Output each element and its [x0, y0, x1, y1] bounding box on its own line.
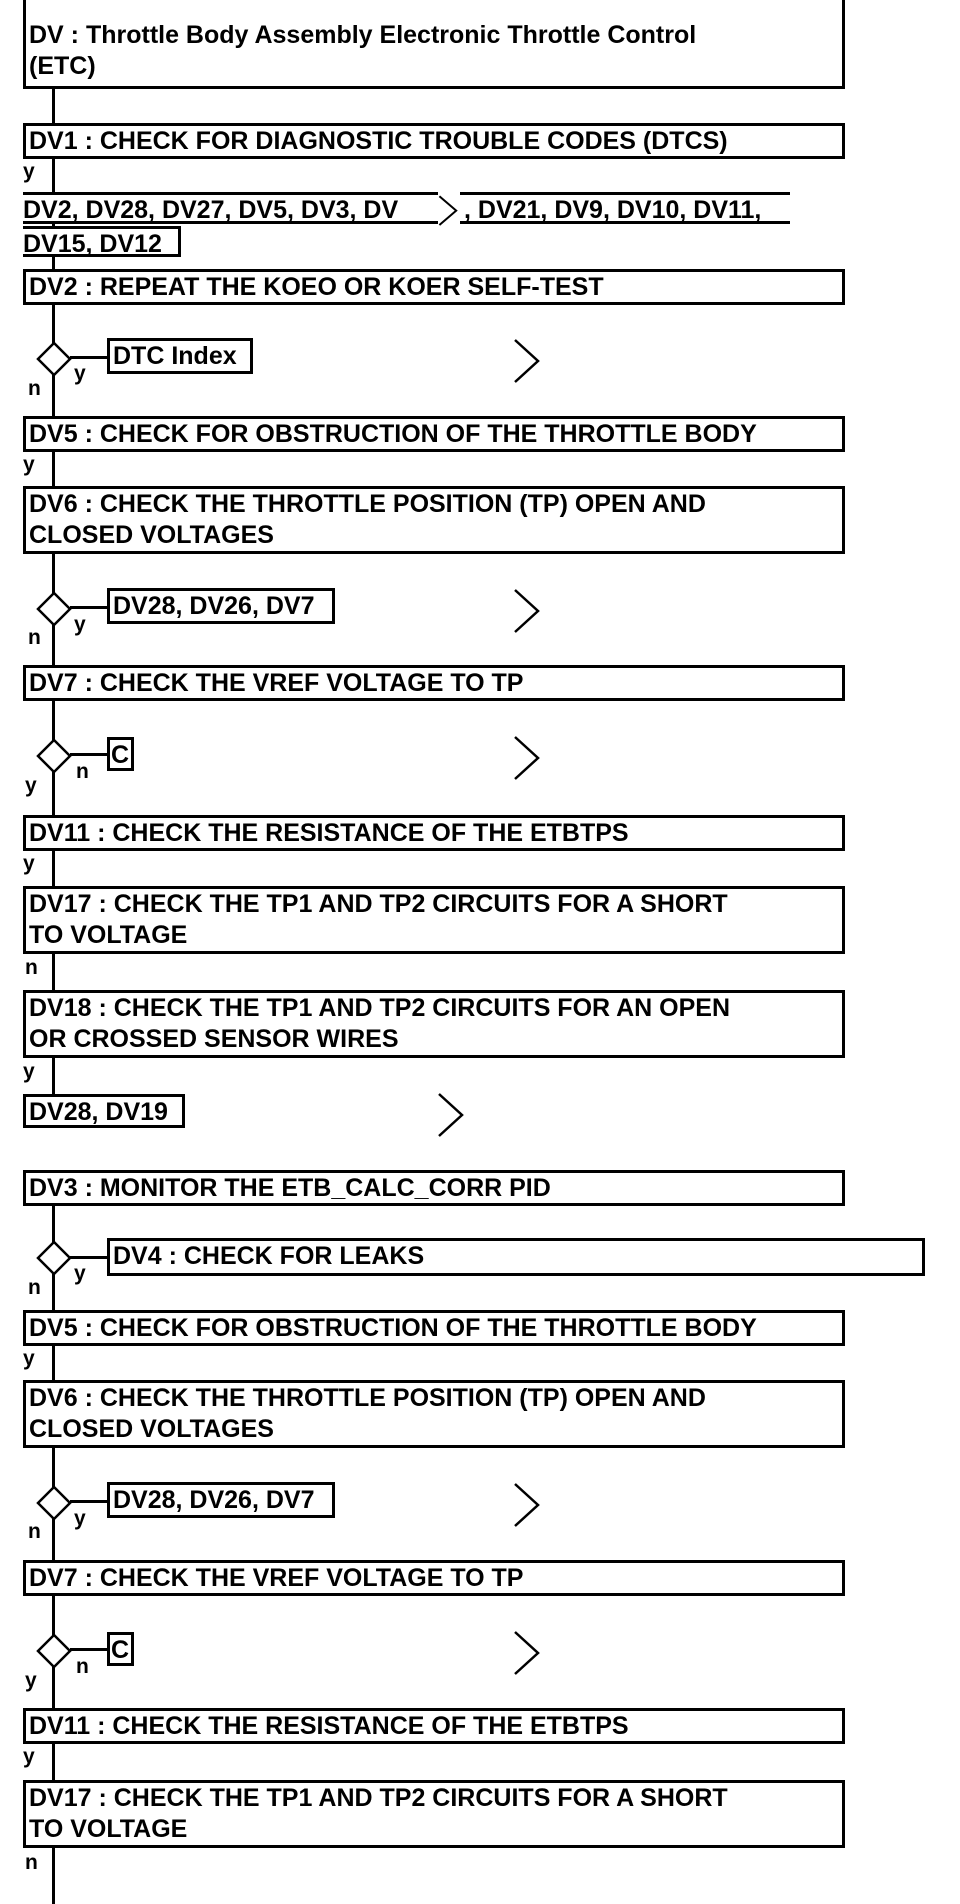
- page-title: DV : Throttle Body Assembly Electronic T…: [23, 0, 845, 89]
- branch-connector: [70, 1500, 108, 1503]
- step-dv3[interactable]: DV3 : MONITOR THE ETB_CALC_CORR PID: [23, 1170, 845, 1206]
- step-dv1[interactable]: DV1 : CHECK FOR DIAGNOSTIC TROUBLE CODES…: [23, 123, 845, 159]
- branch-connector: [70, 1256, 108, 1259]
- step-dv6[interactable]: DV6 : CHECK THE THROTTLE POSITION (TP) O…: [23, 1380, 845, 1448]
- step-dv11[interactable]: DV11 : CHECK THE RESISTANCE OF THE ETBTP…: [23, 1708, 845, 1744]
- step-dv5[interactable]: DV5 : CHECK FOR OBSTRUCTION OF THE THROT…: [23, 416, 845, 452]
- step-dv11[interactable]: DV11 : CHECK THE RESISTANCE OF THE ETBTP…: [23, 815, 845, 851]
- step-dv2[interactable]: DV2 : REPEAT THE KOEO OR KOER SELF-TEST: [23, 269, 845, 305]
- branch-label-no: n: [25, 956, 38, 979]
- branch-label-no: n: [76, 1655, 89, 1678]
- branch-label-yes: y: [74, 1262, 86, 1285]
- decision-diamond-icon: [36, 1240, 72, 1276]
- chevron-right-icon[interactable]: [512, 587, 542, 635]
- dv-links[interactable]: DV28, DV26, DV7: [107, 1482, 335, 1518]
- branch-label-yes: y: [74, 613, 86, 636]
- branch-label-yes: y: [23, 160, 35, 183]
- step-dv7[interactable]: DV7 : CHECK THE VREF VOLTAGE TO TP: [23, 1560, 845, 1596]
- branch-label-yes: y: [23, 453, 35, 476]
- dtc-index-link[interactable]: DTC Index: [107, 338, 253, 374]
- branch-connector: [70, 1648, 108, 1651]
- step-dv18[interactable]: DV18 : CHECK THE TP1 AND TP2 CIRCUITS FO…: [23, 990, 845, 1058]
- chevron-right-icon[interactable]: [512, 1481, 542, 1529]
- chevron-right-icon[interactable]: [512, 734, 542, 782]
- connector-c[interactable]: C: [107, 737, 134, 771]
- decision-diamond-icon: [36, 738, 72, 774]
- decision-diamond-icon: [36, 1633, 72, 1669]
- decision-diamond-icon: [36, 1485, 72, 1521]
- branch-label-yes: y: [23, 1745, 35, 1768]
- dtc-links-part1[interactable]: DV2, DV28, DV27, DV5, DV3, DV: [23, 192, 438, 224]
- branch-label-yes: y: [25, 1669, 37, 1692]
- dv-links[interactable]: DV28, DV26, DV7: [107, 588, 335, 624]
- chevron-right-icon[interactable]: [512, 337, 542, 385]
- step-dv5[interactable]: DV5 : CHECK FOR OBSTRUCTION OF THE THROT…: [23, 1310, 845, 1346]
- dv-links[interactable]: DV28, DV19: [23, 1094, 185, 1128]
- branch-label-yes: y: [23, 852, 35, 875]
- branch-label-yes: y: [74, 1507, 86, 1530]
- connector-c[interactable]: C: [107, 1632, 134, 1666]
- branch-label-no: n: [76, 760, 89, 783]
- branch-connector: [70, 606, 108, 609]
- branch-label-no: n: [28, 626, 41, 649]
- step-dv17[interactable]: DV17 : CHECK THE TP1 AND TP2 CIRCUITS FO…: [23, 1780, 845, 1848]
- branch-label-no: n: [28, 1276, 41, 1299]
- chevron-right-icon[interactable]: [436, 1091, 466, 1139]
- decision-diamond-icon: [36, 591, 72, 627]
- branch-label-no: n: [28, 1520, 41, 1543]
- decision-diamond-icon: [36, 341, 72, 377]
- branch-label-yes: y: [23, 1060, 35, 1083]
- chevron-right-icon[interactable]: [512, 1629, 542, 1677]
- branch-connector: [70, 753, 108, 756]
- step-dv6[interactable]: DV6 : CHECK THE THROTTLE POSITION (TP) O…: [23, 486, 845, 554]
- dtc-links-part2[interactable]: , DV21, DV9, DV10, DV11,: [460, 192, 790, 224]
- step-dv17[interactable]: DV17 : CHECK THE TP1 AND TP2 CIRCUITS FO…: [23, 886, 845, 954]
- dtc-links-part3[interactable]: DV15, DV12: [23, 226, 181, 257]
- section-gap: [50, 1128, 58, 1170]
- branch-label-yes: y: [74, 362, 86, 385]
- branch-label-no: n: [25, 1851, 38, 1874]
- branch-connector: [70, 356, 108, 359]
- branch-label-yes: y: [25, 774, 37, 797]
- chevron-right-icon[interactable]: [437, 192, 461, 234]
- branch-label-no: n: [28, 377, 41, 400]
- step-dv4[interactable]: DV4 : CHECK FOR LEAKS: [107, 1238, 925, 1276]
- step-dv7[interactable]: DV7 : CHECK THE VREF VOLTAGE TO TP: [23, 665, 845, 701]
- branch-label-yes: y: [23, 1347, 35, 1370]
